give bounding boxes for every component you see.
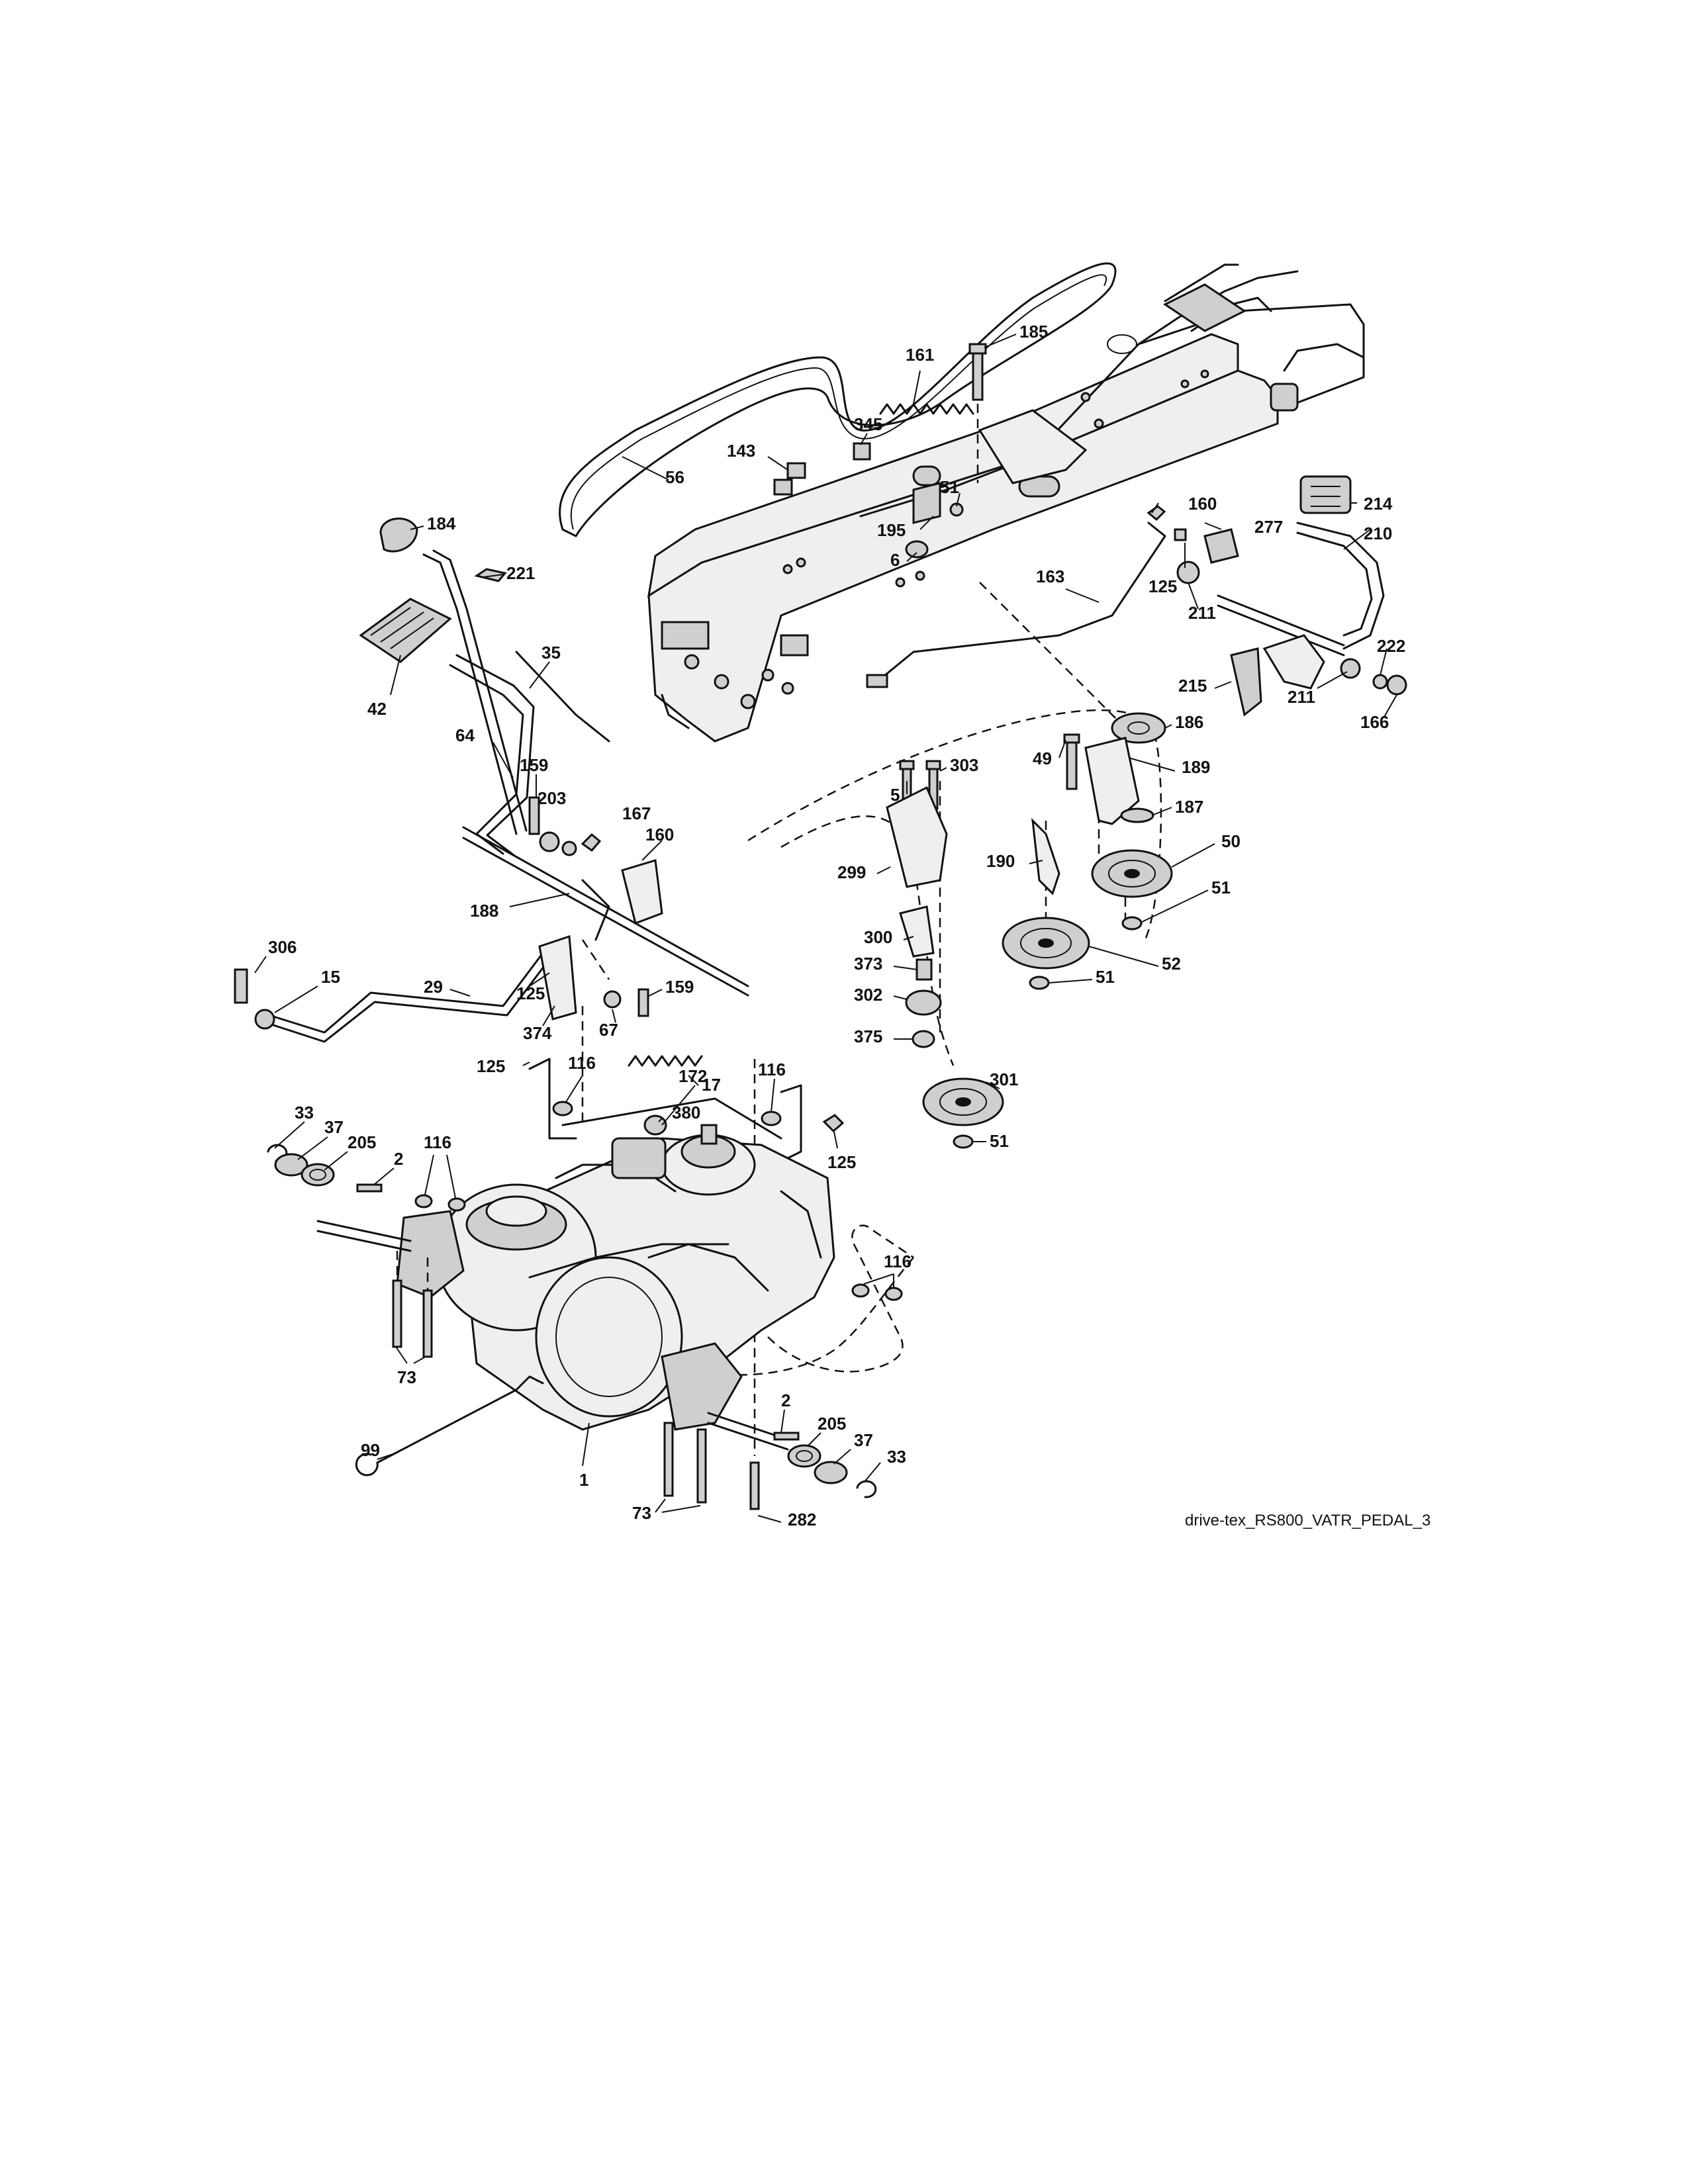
callout-2: 2 (394, 1149, 403, 1169)
callout-50: 50 (1221, 831, 1241, 851)
callout-159: 159 (520, 755, 548, 775)
callout-205: 205 (348, 1132, 376, 1152)
callout-51: 51 (1096, 967, 1115, 987)
wire-99 (355, 1375, 544, 1477)
callout-160: 160 (1188, 494, 1217, 514)
callout-161: 161 (906, 345, 934, 365)
callout-375: 375 (854, 1026, 882, 1046)
callout-73: 73 (397, 1367, 416, 1387)
callout-302: 302 (854, 985, 882, 1005)
callout-301: 301 (990, 1069, 1018, 1089)
callout-185: 185 (1019, 322, 1048, 341)
callout-5: 5 (890, 785, 900, 805)
callout-345: 345 (854, 414, 882, 434)
callout-300: 300 (864, 927, 892, 947)
callout-160: 160 (645, 825, 674, 844)
callout-215: 215 (1178, 676, 1207, 696)
callout-214: 214 (1364, 494, 1393, 514)
right-axle-hardware (773, 1432, 877, 1498)
idler-pulleys (1002, 712, 1173, 990)
callout-116: 116 (884, 1251, 912, 1271)
callout-186: 186 (1175, 712, 1203, 732)
callout-116: 116 (424, 1132, 451, 1152)
callout-303: 303 (950, 755, 978, 775)
callout-159: 159 (665, 977, 694, 997)
callout-211: 211 (1188, 603, 1216, 623)
mounting-bolts (392, 1251, 760, 1510)
callout-35: 35 (541, 643, 561, 662)
callout-299: 299 (837, 862, 866, 882)
callout-211: 211 (1288, 687, 1315, 707)
callout-166: 166 (1360, 712, 1389, 732)
callout-189: 189 (1182, 757, 1210, 777)
left-pedal-assembly (359, 518, 749, 997)
callout-203: 203 (538, 788, 566, 808)
callout-210: 210 (1364, 523, 1392, 543)
callout-172: 172 (679, 1066, 707, 1086)
callout-188: 188 (470, 901, 498, 921)
callout-51: 51 (1211, 878, 1231, 897)
callout-15: 15 (321, 967, 340, 987)
callout-190: 190 (986, 851, 1015, 871)
callout-33: 33 (295, 1103, 314, 1122)
callout-187: 187 (1175, 797, 1203, 817)
callout-125: 125 (1149, 576, 1177, 596)
callout-374: 374 (523, 1023, 552, 1043)
bracket-and-pulley-301 (886, 760, 1004, 1149)
callout-99: 99 (361, 1440, 380, 1460)
callout-1: 1 (579, 1470, 588, 1490)
callout-306: 306 (268, 937, 297, 957)
callout-17: 17 (702, 1075, 721, 1095)
callout-222: 222 (1377, 636, 1405, 656)
callout-163: 163 (1036, 567, 1064, 586)
right-pedal-assembly (1174, 475, 1407, 717)
callout-51: 51 (990, 1131, 1009, 1151)
diagram-caption: drive-tex_RS800_VATR_PEDAL_3 (1185, 1512, 1430, 1529)
bolt-185 (968, 343, 987, 483)
callout-33: 33 (887, 1447, 906, 1467)
callout-67: 67 (599, 1020, 618, 1040)
rod-163 (866, 505, 1166, 729)
transaxle (316, 1124, 835, 1451)
callout-37: 37 (324, 1117, 344, 1137)
callout-37: 37 (854, 1430, 873, 1450)
callout-205: 205 (818, 1414, 846, 1433)
frame-hardware (773, 442, 964, 559)
callout-380: 380 (672, 1103, 700, 1122)
callout-6: 6 (890, 550, 900, 570)
callout-125: 125 (827, 1152, 856, 1172)
callout-42: 42 (367, 699, 387, 719)
callout-116: 116 (758, 1060, 786, 1079)
callout-195: 195 (877, 520, 906, 540)
callout-116: 116 (568, 1053, 596, 1073)
callout-29: 29 (424, 977, 443, 997)
callout-51: 51 (940, 477, 959, 497)
callout-2: 2 (781, 1390, 790, 1410)
callout-125: 125 (516, 983, 545, 1003)
callout-167: 167 (622, 803, 651, 823)
callout-143: 143 (727, 441, 755, 461)
callout-277: 277 (1254, 517, 1283, 537)
callout-52: 52 (1162, 954, 1181, 974)
callout-282: 282 (788, 1510, 816, 1529)
callout-373: 373 (854, 954, 882, 974)
spring-161 (879, 403, 974, 415)
rod-29 (234, 934, 649, 1043)
spring-17 (628, 1055, 703, 1067)
callout-labels: 185 161 345 143 56 51 195 6 184 221 35 4… (268, 322, 1405, 1529)
callout-125: 125 (477, 1056, 505, 1076)
callout-49: 49 (1033, 749, 1052, 768)
callout-221: 221 (506, 563, 535, 583)
callout-64: 64 (455, 725, 475, 745)
drive-belt (559, 262, 1117, 537)
callout-56: 56 (665, 467, 684, 487)
callout-184: 184 (427, 514, 456, 533)
leader-lines (254, 334, 1397, 1523)
callout-73: 73 (632, 1503, 651, 1523)
chassis-frame (647, 263, 1365, 743)
